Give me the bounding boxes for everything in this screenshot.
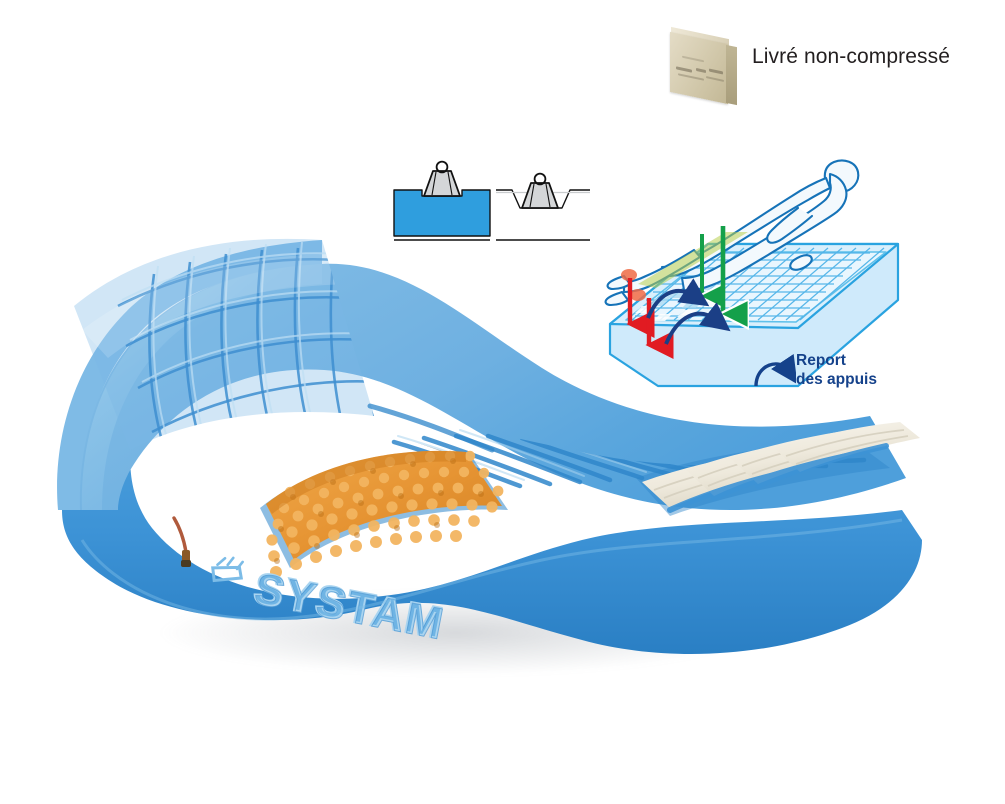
mattress-top-surface [79, 263, 906, 510]
head-ramp-shading [81, 264, 322, 510]
pressure-distribution-diagram [392, 152, 592, 244]
transfer-callout-label: Report des appuis [796, 352, 877, 390]
firm-support-panel [393, 189, 491, 241]
pressure-transfer-arrow [664, 302, 731, 345]
carton-box-icon [668, 26, 740, 106]
mattress-product-image: SYSTAM SYSTAM [22, 210, 962, 710]
mattress-bottom-highlight [80, 518, 903, 621]
transfer-callout-line1: Report [796, 352, 846, 369]
weight-icon [521, 172, 559, 209]
sacral-viscoelastic-insert [260, 450, 508, 578]
systam-mark-icon [211, 556, 244, 583]
systam-wordmark-shadow: SYSTAM [251, 565, 449, 650]
pressure-point-heel [630, 289, 646, 301]
curved-arrow-icon [754, 354, 796, 387]
pressure-transfer-diagram [598, 148, 908, 398]
white-foam-column [774, 422, 920, 472]
pressure-transfer-arrow [646, 278, 710, 319]
transfer-callout-line2: des appuis [796, 370, 877, 388]
transfer-callout: Report des appuis [752, 348, 922, 404]
support-zone-highlight [638, 232, 748, 288]
carton-callout-label: Livré non-compressé [752, 45, 950, 68]
insert-nub-texture [266, 450, 504, 578]
mattress-side-face [62, 431, 922, 654]
carton-callout: Livré non-compressé [668, 22, 988, 114]
weight-icon [423, 160, 461, 197]
head-section-grid [74, 238, 374, 450]
zipper-pull [172, 516, 191, 567]
heel-white-foam-blocks [636, 422, 920, 516]
section-divider-ridge [367, 403, 495, 453]
carton-side-face [726, 44, 737, 106]
pressure-point-heel [621, 269, 637, 281]
